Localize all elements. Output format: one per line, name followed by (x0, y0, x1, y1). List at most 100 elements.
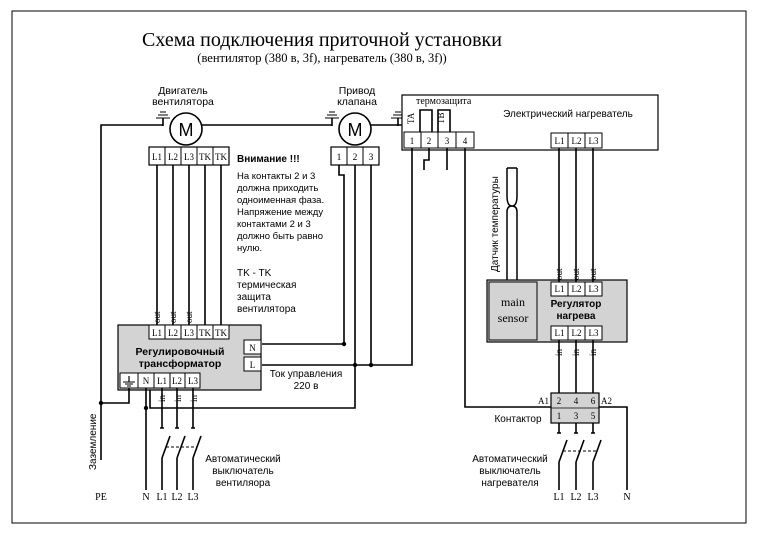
svg-text:1: 1 (557, 411, 562, 421)
fan-motor-icon: M (169, 112, 203, 146)
transformer-ground-wire (101, 388, 130, 404)
svg-text:L3: L3 (589, 284, 599, 294)
svg-text:L2: L2 (572, 284, 582, 294)
fan-breaker (145, 388, 202, 490)
svg-text:L2: L2 (572, 136, 582, 146)
heat-regulator-label-2: нагрева (556, 311, 595, 322)
svg-text:L3: L3 (589, 136, 599, 146)
tb-label: TB (436, 112, 446, 124)
ta-label: TA (406, 112, 416, 124)
svg-text:L3: L3 (184, 328, 194, 338)
svg-text:L2: L2 (168, 328, 178, 338)
svg-text:L1: L1 (555, 328, 565, 338)
svg-text:out: out (571, 268, 581, 280)
svg-text:TK: TK (199, 328, 211, 338)
contactor-a1: A1 (538, 396, 549, 406)
fan-motor-label-2: вентилятора (152, 96, 214, 108)
svg-text:N: N (623, 492, 630, 503)
svg-text:L1: L1 (152, 328, 162, 338)
svg-text:L2: L2 (570, 492, 581, 503)
valve-label-2: клапана (337, 96, 377, 108)
svg-text:должно быть равно: должно быть равно (237, 231, 323, 242)
svg-text:3: 3 (445, 136, 450, 146)
tk-note: TK - TK термическая защита вентилятора (237, 268, 296, 315)
temp-sensor-icon (506, 167, 518, 280)
svg-text:M: M (179, 120, 194, 140)
svg-text:out: out (554, 268, 564, 280)
heater-breaker (557, 423, 602, 490)
out-label-1: out (152, 311, 162, 323)
contactor-label: Контактор (494, 414, 541, 425)
page-frame (11, 10, 747, 524)
valve-terminals: 1 2 3 (330, 146, 380, 166)
thermo-protection-label: термозащита (416, 96, 472, 107)
svg-text:L2: L2 (172, 376, 182, 386)
svg-text:L3: L3 (589, 328, 599, 338)
ground-bus (100, 111, 405, 460)
diagram-subtitle: (вентилятор (380 в, 3f), нагреватель (38… (197, 51, 446, 65)
contactor-box: 2 4 6 1 3 5 (550, 392, 600, 424)
fan-ground-icon (156, 111, 170, 126)
contactor-a2: A2 (601, 396, 612, 406)
heater-breaker-label-3: нагревателя (481, 478, 538, 489)
warning-text: На контакты 2 и 3 должна приходить однои… (237, 171, 324, 254)
svg-text:L: L (250, 360, 256, 370)
svg-text:TK: TK (215, 328, 227, 338)
svg-text:L1: L1 (555, 284, 565, 294)
svg-text:N: N (142, 492, 149, 503)
svg-text:L1: L1 (157, 376, 167, 386)
fan-supply-labels: PE N L1 L2 L3 (95, 492, 198, 503)
svg-text:L1: L1 (156, 492, 167, 503)
fan-terminal-l2: L2 (168, 152, 178, 162)
svg-text:5: 5 (591, 411, 596, 421)
svg-text:L1: L1 (555, 136, 565, 146)
heater-supply-labels: L1 L2 L3 N (553, 492, 630, 503)
fan-breaker-label-3: вентиляора (216, 478, 271, 489)
svg-text:3: 3 (574, 411, 579, 421)
svg-text:out: out (588, 268, 598, 280)
fan-terminal-l1: L1 (152, 152, 162, 162)
control-current-label-1: Ток управления (270, 369, 343, 380)
heater-breaker-label-2: выключатель (479, 466, 540, 477)
svg-text:термическая: термическая (237, 280, 296, 291)
svg-text:6: 6 (591, 396, 596, 406)
svg-text:2: 2 (557, 396, 562, 406)
thermo-wires (371, 148, 553, 408)
svg-text:L2: L2 (171, 492, 182, 503)
svg-text:4: 4 (463, 136, 468, 146)
svg-text:N: N (143, 376, 150, 386)
fan-breaker-label-2: выключатель (212, 466, 273, 477)
fan-motor-terminals: L1 L2 L3 TK TK (148, 146, 230, 166)
svg-text:L2: L2 (572, 328, 582, 338)
svg-text:защита: защита (237, 292, 271, 303)
svg-text:in: in (588, 348, 598, 356)
control-current-label-2: 220 в (294, 381, 319, 392)
svg-text:in: in (554, 348, 564, 356)
svg-text:N: N (249, 343, 256, 353)
svg-text:Напряжение между: Напряжение между (237, 207, 323, 218)
contactor-a2-wire (599, 406, 628, 490)
main-sensor-label-2: sensor (498, 311, 529, 325)
svg-text:in: in (189, 394, 199, 402)
out-label-3: out (184, 311, 194, 323)
svg-text:L1: L1 (553, 492, 564, 503)
fan-terminal-tk1: TK (199, 152, 211, 162)
svg-text:4: 4 (574, 396, 579, 406)
svg-text:L3: L3 (587, 492, 598, 503)
svg-text:1: 1 (337, 153, 342, 163)
main-sensor-label-1: main (501, 295, 525, 309)
svg-text:2: 2 (353, 153, 358, 163)
warning-heading: Внимание !!! (237, 154, 300, 165)
fan-wires (156, 165, 222, 325)
fan-breaker-label-1: Автоматичеcкий (205, 454, 281, 465)
heat-regulator-label-1: Регулятор (551, 299, 602, 310)
fan-motor-label-1: Двигатель (158, 85, 208, 97)
fan-terminal-tk2: TK (215, 152, 227, 162)
svg-text:in: in (173, 394, 183, 402)
transformer-box: L1 L2 L3 TK TK N L N L1 L2 L3 (117, 324, 262, 391)
transformer-label-1: Регулировочный (136, 346, 225, 358)
svg-text:2: 2 (427, 136, 432, 146)
svg-text:L3: L3 (187, 492, 198, 503)
out-label-2: out (168, 311, 178, 323)
